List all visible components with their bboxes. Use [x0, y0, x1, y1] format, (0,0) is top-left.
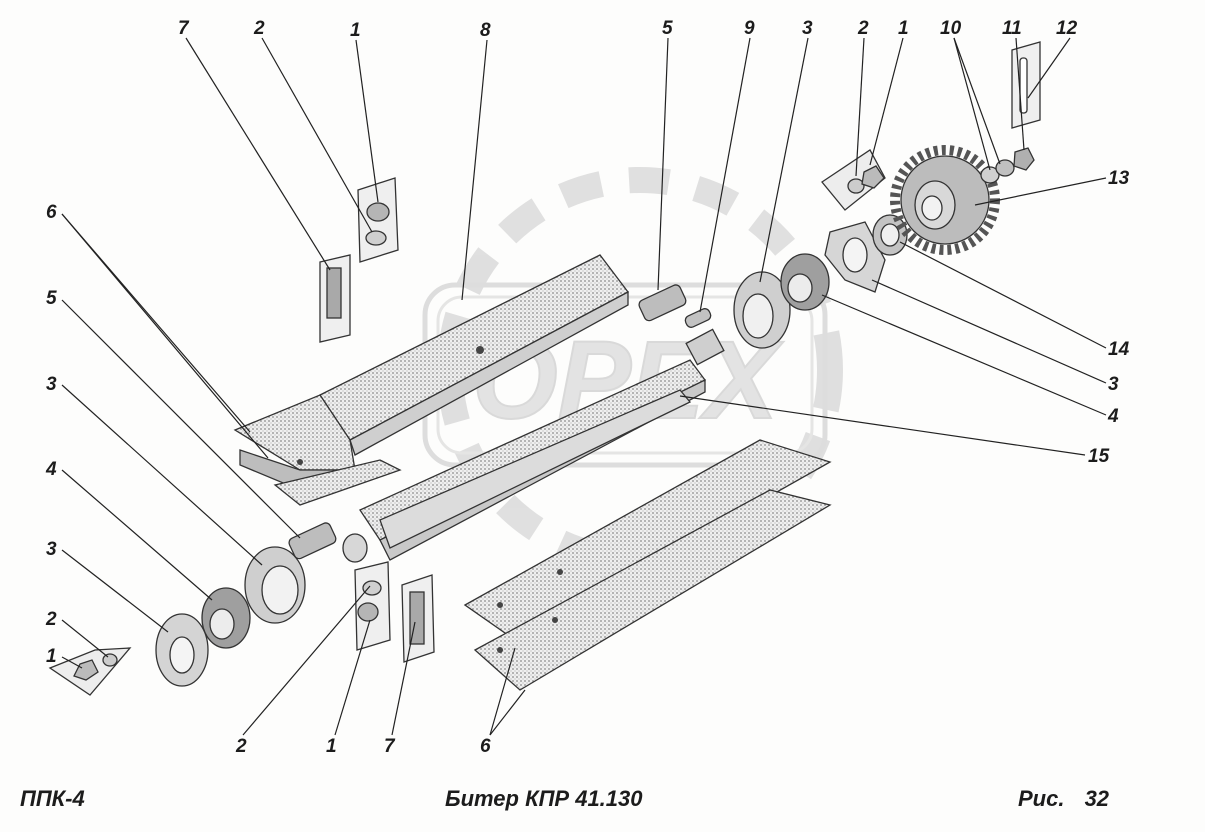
footer-model-code: ППК-4 [20, 786, 85, 811]
callout-bottom-7: 7 [384, 736, 396, 757]
bottom-nut-part [354, 561, 391, 651]
right-flange-part [824, 221, 886, 293]
callout-top-3: 3 [802, 18, 813, 39]
callout-top-8: 8 [480, 20, 491, 41]
left-bearing-housing-part [244, 546, 306, 624]
sprocket-washers-part [980, 147, 1035, 184]
callout-top-1: 1 [350, 20, 361, 41]
callout-right-14: 14 [1108, 339, 1130, 360]
bushing-part [872, 214, 908, 256]
top-bolt-part [319, 254, 351, 343]
callout-top-11: 11 [1002, 18, 1022, 39]
leader-lines [61, 37, 1107, 736]
right-ball-bearing-part [780, 253, 830, 311]
callout-top-12: 12 [1056, 18, 1078, 39]
footer-drawing-title: Битер КПР 41.130 [445, 786, 643, 811]
main-shaft-part [342, 328, 725, 563]
callout-bottom-2: 2 [235, 736, 247, 757]
callout-top-10: 10 [940, 18, 962, 39]
callout-left-4: 4 [45, 459, 57, 480]
callout-right-15: 15 [1088, 446, 1110, 467]
lower-plate-part [273, 459, 402, 506]
callout-bottom-1: 1 [326, 736, 337, 757]
callout-left-3: 3 [46, 374, 57, 395]
footer-figure-number: Рис. 32 [1018, 786, 1110, 811]
callout-top-2b: 2 [857, 18, 869, 39]
left-ball-bearing-part [201, 587, 251, 649]
right-spring-part [638, 284, 687, 322]
left-spring-part [288, 522, 337, 560]
cotter-pin-part [1011, 41, 1041, 129]
callout-left-1: 1 [46, 646, 57, 667]
callout-top-7: 7 [178, 18, 190, 39]
callout-top-1b: 1 [898, 18, 909, 39]
left-flange-part [155, 613, 209, 687]
callout-top-9: 9 [744, 18, 755, 39]
callout-left-2: 2 [45, 609, 57, 630]
blade-strips-part [463, 439, 832, 691]
bottom-bolt-part [401, 574, 435, 663]
left-nut-washer-part [48, 647, 132, 696]
right-nut-washer-part [821, 149, 886, 211]
sprocket-part [890, 145, 1000, 255]
right-housing-part [733, 271, 791, 349]
callout-right-13: 13 [1108, 168, 1130, 189]
callout-right-3: 3 [1108, 374, 1119, 395]
callout-left-3b: 3 [46, 539, 57, 560]
key-part [684, 308, 712, 328]
callout-right-4: 4 [1107, 406, 1119, 427]
callout-bottom-6: 6 [480, 736, 491, 757]
callout-left-5: 5 [46, 288, 57, 309]
callout-top-5: 5 [662, 18, 673, 39]
callout-top-2: 2 [253, 18, 265, 39]
top-nut-part [357, 177, 399, 263]
callout-left-6: 6 [46, 202, 57, 223]
callout-numbers: 7 2 1 8 5 9 3 2 1 10 11 12 13 14 3 4 15 … [45, 18, 1130, 757]
